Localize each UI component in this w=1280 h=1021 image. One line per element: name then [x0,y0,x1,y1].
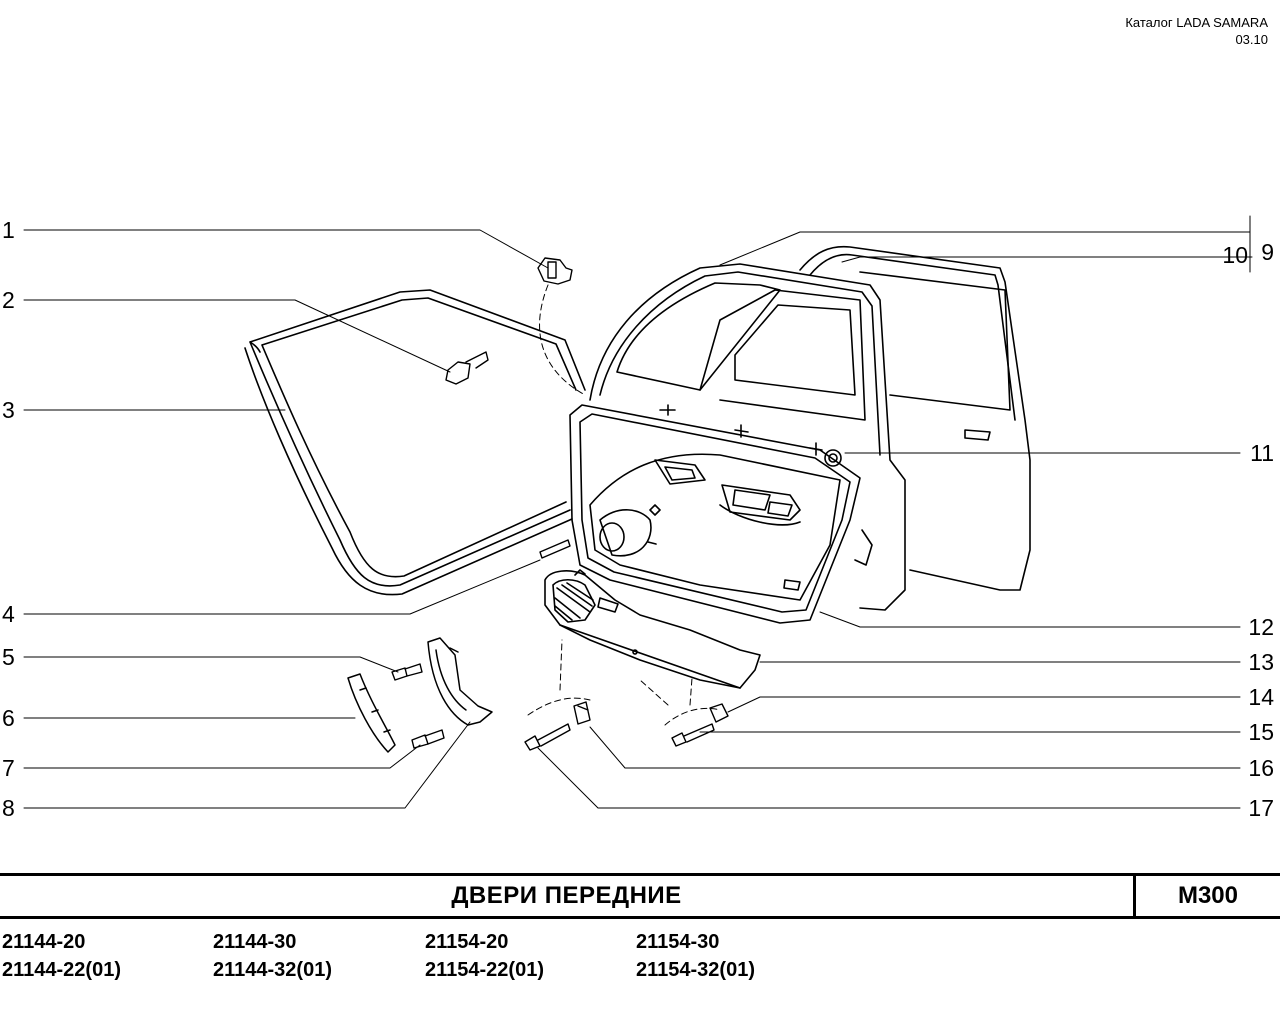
model-code: 21144-22(01) [2,959,121,981]
callout-14: 14 [1248,684,1274,710]
model-row: 21144-20 21144-30 21154-20 21154-30 [0,928,1280,956]
model-code: 21154-32(01) [636,959,755,981]
pull-handle [427,637,493,726]
diagram-code: M300 [1177,882,1239,909]
model-code: 21144-30 [213,931,297,953]
handle-cover [347,673,396,753]
callout-8: 8 [2,795,15,821]
callout-3: 3 [2,397,15,423]
catalog-date: 03.10 [1235,32,1268,47]
callout-16: 16 [1248,755,1274,781]
title-bar: ДВЕРИ ПЕРЕДНИЕ M300 [0,873,1280,919]
code-cell: M300 [1133,876,1280,916]
callout-10: 10 [1222,242,1248,268]
callout-15: 15 [1248,719,1274,745]
leader-lines-left [23,229,549,809]
model-code: 21144-32(01) [213,959,332,981]
door-parts-drawing [23,215,1253,809]
model-row: 21144-22(01) 21144-32(01) 21154-22(01) 2… [0,956,1280,984]
door-shell [589,245,1031,611]
model-code: 21154-22(01) [425,959,544,981]
catalog-header: Каталог LADA SAMARA 03.10 [1125,14,1268,48]
model-code: 21154-30 [636,931,720,953]
model-code: 21154-20 [425,931,509,953]
callout-5: 5 [2,644,15,670]
clip-top [537,257,573,285]
callout-4: 4 [2,601,15,627]
diagram-title: ДВЕРИ ПЕРЕДНИЕ [451,882,682,909]
callout-2: 2 [2,287,15,313]
catalog-name: Каталог LADA SAMARA [1125,15,1268,30]
screw-clip [445,351,489,385]
screw-5 [391,663,423,681]
clip-16 [573,701,591,725]
model-list: 21144-20 21144-30 21154-20 21154-30 2114… [0,928,1280,984]
armrest [544,569,761,689]
callout-6: 6 [2,705,15,731]
callout-1: 1 [2,217,15,243]
callout-7: 7 [2,755,15,781]
strip [539,539,571,559]
screw-17 [524,723,571,751]
callout-9: 9 [1261,239,1274,265]
clip-14 [709,703,729,723]
callout-13: 13 [1248,649,1274,675]
callout-11: 11 [1250,440,1274,466]
screw-15 [671,723,715,747]
model-code: 21144-20 [2,931,86,953]
screw-7 [411,729,445,749]
callout-12: 12 [1248,614,1274,640]
leader-lines-right [537,215,1253,809]
callout-17: 17 [1248,795,1274,821]
door-seal [244,289,586,596]
door-trim-panel [569,404,861,624]
